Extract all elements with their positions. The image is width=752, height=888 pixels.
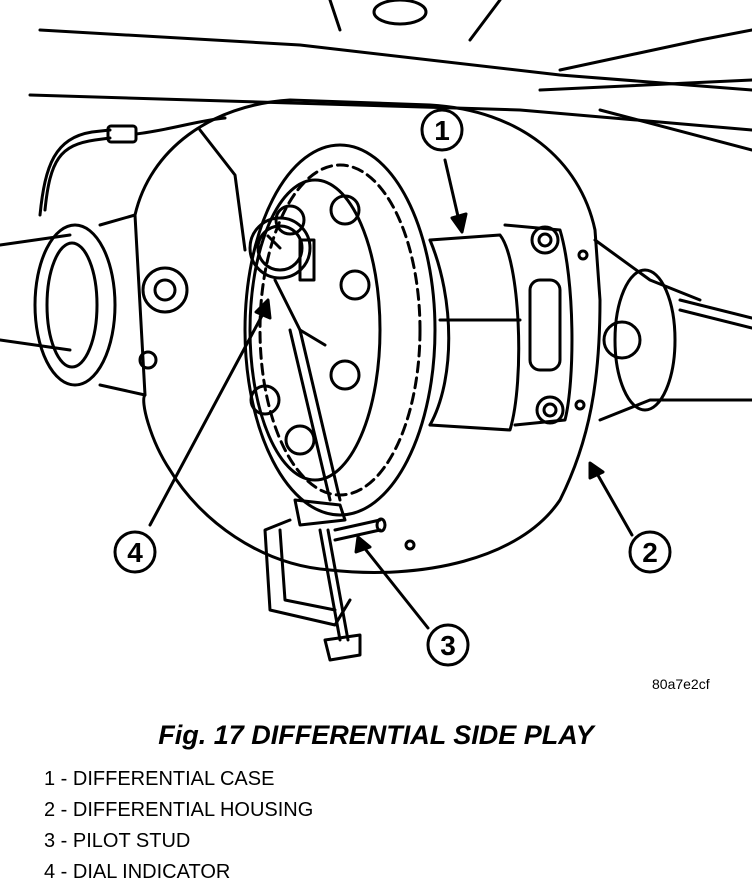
differential-housing: [133, 98, 752, 574]
c-clamp: [263, 498, 362, 662]
legend-item: 3 - PILOT STUD: [44, 830, 191, 852]
pilot-stud: [333, 517, 387, 542]
axle-tube-left: [0, 213, 147, 397]
parts-legend: 1 - DIFFERENTIAL CASE 2 - DIFFERENTIAL H…: [44, 764, 313, 888]
dial-indicator: [248, 216, 342, 502]
legend-item: 4 - DIAL INDICATOR: [44, 861, 231, 883]
callout-number-3: 3: [440, 630, 456, 661]
figure-caption: Fig. 17 DIFFERENTIAL SIDE PLAY: [158, 720, 594, 750]
bearing-cap: [503, 223, 574, 427]
callout-4: [113, 298, 272, 574]
callout-number-4: 4: [127, 537, 143, 568]
legend-item: 1 - DIFFERENTIAL CASE: [44, 768, 275, 790]
differential-side-play-illustration: 1 2 3 4: [0, 0, 752, 667]
callout-1: [420, 108, 468, 234]
vehicle-frame: [28, 0, 752, 152]
callout-2: [588, 461, 672, 574]
ring-gear: [243, 143, 437, 517]
image-code: 80a7e2cf: [652, 676, 710, 692]
callout-number-1: 1: [434, 115, 450, 146]
callout-3: [354, 535, 470, 667]
callout-number-2: 2: [642, 537, 658, 568]
brake-line: [38, 116, 227, 217]
legend-item: 2 - DIFFERENTIAL HOUSING: [44, 799, 314, 821]
differential-case: [428, 233, 522, 432]
